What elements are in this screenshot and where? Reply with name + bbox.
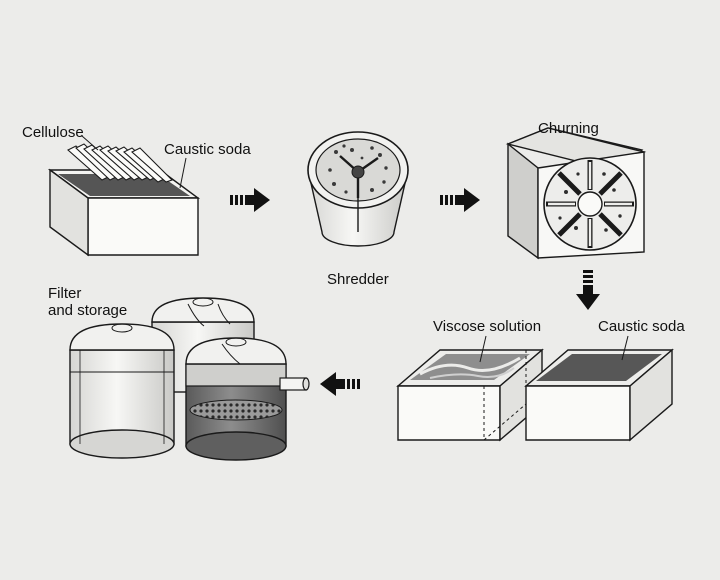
process-arrow-icon — [320, 372, 360, 396]
cellulose-label: Cellulose — [22, 124, 84, 141]
cellulose-sheets — [67, 143, 174, 183]
filter-tank — [185, 337, 310, 461]
cellulose-tray — [47, 135, 201, 257]
shredder — [307, 131, 409, 247]
viscose-solution-tank — [396, 348, 544, 442]
caustic-soda-tank — [524, 348, 674, 442]
filter-mesh — [189, 399, 283, 421]
filter-label-line2: and storage — [48, 302, 128, 319]
caustic-soda-label-bottom: Caustic soda — [598, 318, 685, 335]
churning-wheel — [543, 157, 637, 251]
viscose-solution-label: Viscose solution — [433, 318, 542, 335]
process-arrow-icon — [230, 188, 270, 212]
process-arrow-icon — [440, 188, 480, 212]
churning-label: Churning — [538, 120, 599, 137]
process-arrow-icon — [576, 270, 600, 310]
caustic-soda-label-top: Caustic soda — [164, 141, 251, 158]
shredder-label: Shredder — [327, 271, 389, 288]
filter-label-line1: Filter — [48, 285, 82, 302]
storage-tank-left — [69, 323, 175, 459]
outlet-pipe — [279, 377, 307, 391]
churning-box — [505, 127, 647, 260]
